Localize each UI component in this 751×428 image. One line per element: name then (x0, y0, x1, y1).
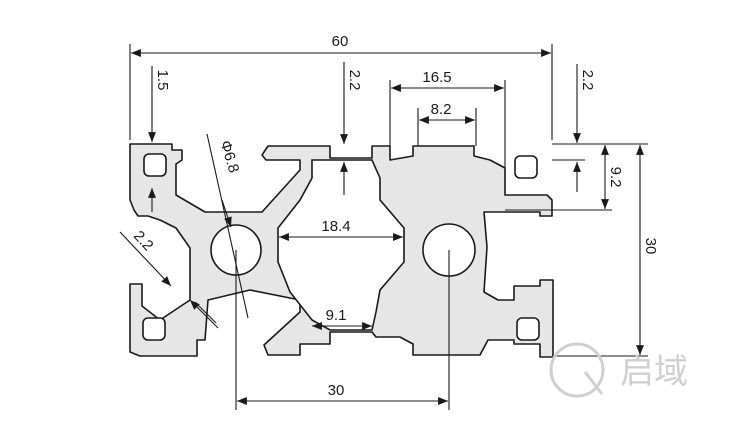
corner-channel-tl (143, 153, 167, 177)
watermark-logo-tail (583, 371, 604, 395)
dim-center-wall: 2.2 (346, 70, 363, 91)
dimension-lines (119, 44, 648, 410)
dim-right-wall: 2.2 (579, 70, 596, 91)
dim-hole-pitch: 30 (328, 382, 345, 399)
center-cavity (277, 159, 405, 331)
dim-bottom-slot: 9.1 (326, 307, 347, 324)
dim-top-wall: 1.5 (154, 70, 171, 91)
watermark-logo (549, 342, 605, 398)
dim-overall-height: 30 (642, 238, 659, 255)
watermark: 启域 (549, 342, 688, 398)
profile-cross-section (129, 143, 554, 358)
dim-slot-opening: 8.2 (431, 101, 452, 118)
dim-hole-diameter: Φ6.8 (216, 139, 242, 175)
dim-diagonal-wall: 2.2 (130, 228, 157, 255)
dim-center-cavity: 18.4 (321, 218, 350, 235)
corner-channel-br (516, 317, 540, 341)
dim-overall-width: 60 (332, 33, 349, 50)
watermark-text: 启域 (620, 352, 688, 392)
corner-channel-tr (514, 155, 538, 179)
corner-channel-bl (142, 317, 166, 341)
dim-slot-depth: 9.2 (607, 167, 624, 188)
dim-slot-outer: 16.5 (422, 69, 451, 86)
